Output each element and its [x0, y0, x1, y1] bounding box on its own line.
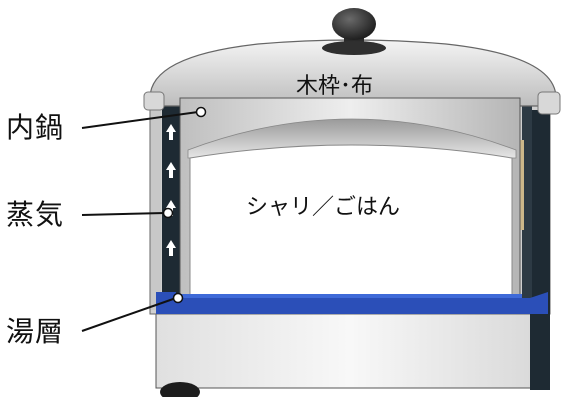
- lid: [143, 39, 561, 115]
- leader-lines: [81, 111, 199, 332]
- leader-line-inner-pot: [81, 111, 199, 129]
- label-inner-pot: 内鍋: [6, 111, 65, 144]
- label-water-layer: 湯層: [6, 315, 65, 348]
- water-layer: [156, 292, 548, 314]
- label-sushi-rice: シャリ／ごはん: [246, 195, 401, 220]
- rice-block: [189, 144, 513, 297]
- outer-pot-base: [155, 313, 545, 397]
- leader-line-steam: [81, 212, 166, 216]
- steam-arrow-icon: [166, 240, 176, 256]
- lid-knob-icon: [322, 8, 386, 55]
- marker-water-layer: [172, 292, 184, 304]
- steam-arrow-icon: [166, 162, 176, 178]
- marker-steam: [162, 207, 174, 219]
- steam-arrow-icon: [166, 200, 176, 216]
- label-steam: 蒸気: [6, 198, 65, 231]
- steam-arrow-icon: [166, 124, 176, 140]
- leader-line-water-layer: [81, 297, 177, 332]
- steam-arrows: [166, 124, 176, 256]
- label-wooden-frame-cloth: 木枠･布: [296, 74, 374, 99]
- marker-inner-pot: [195, 106, 207, 118]
- leader-markers: [162, 106, 207, 304]
